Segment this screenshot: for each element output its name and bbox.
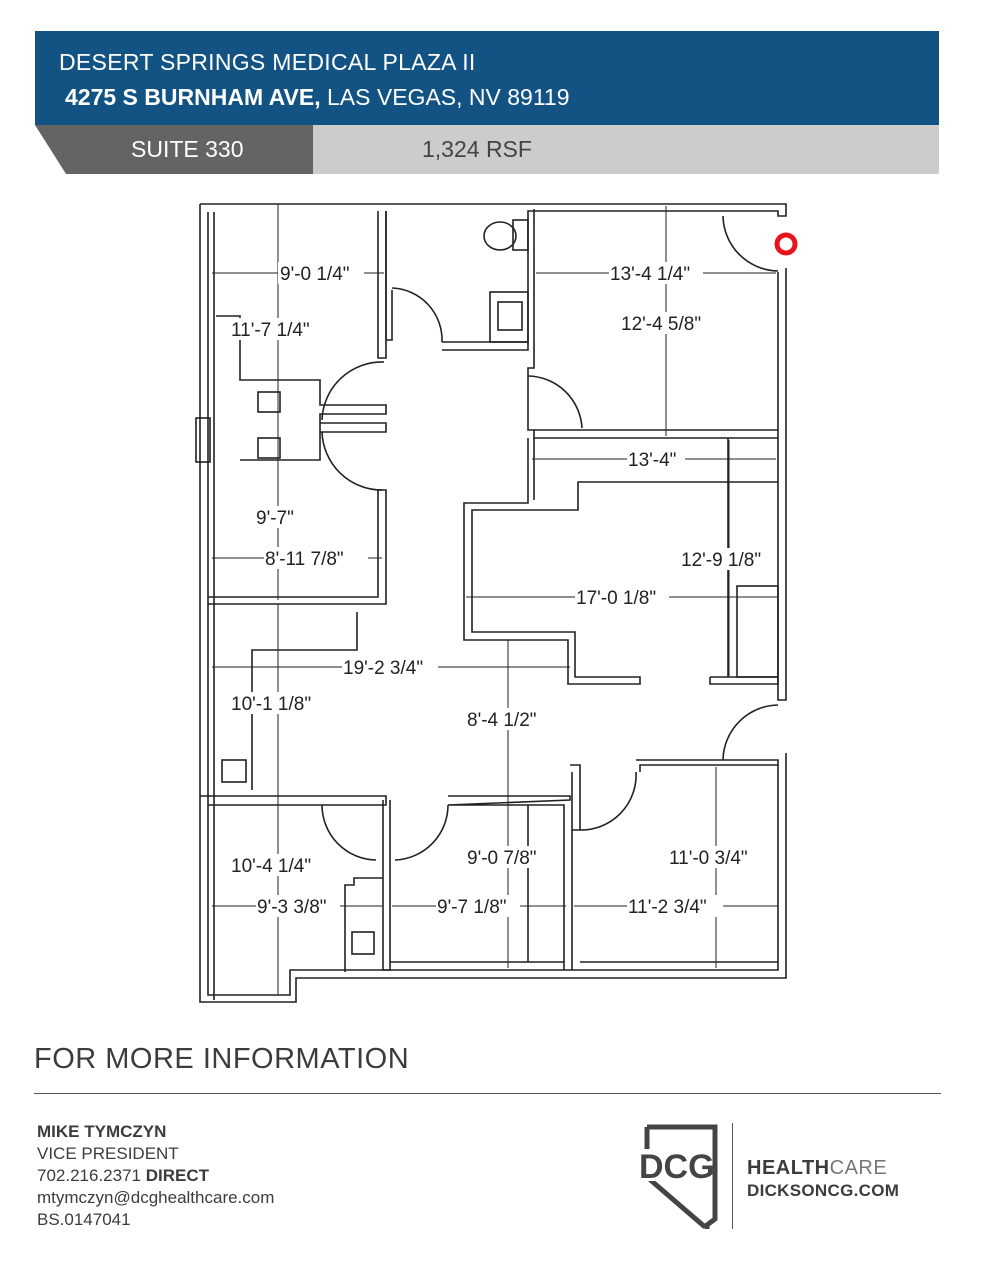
logo-care: CARE bbox=[829, 1157, 888, 1179]
entry-marker-icon bbox=[774, 232, 798, 256]
dim-label: 9'-3 3/8" bbox=[257, 897, 327, 918]
contact-name: MIKE TYMCZYN bbox=[37, 1122, 167, 1141]
contact-phone-label: DIRECT bbox=[145, 1166, 210, 1185]
area-box: 1,324 RSF bbox=[313, 125, 939, 174]
floor-plan: 9'-0 1/4" 11'-7 1/4" 13'-4 1/4" 12'-4 5/… bbox=[195, 203, 798, 1003]
dim-label: 13'-4" bbox=[628, 450, 676, 471]
dim-label: 17'-0 1/8" bbox=[576, 588, 656, 609]
contact-phone-line: 702.216.2371 DIRECT bbox=[37, 1165, 274, 1187]
dim-label: 9'-0 7/8" bbox=[467, 848, 537, 869]
contact-block: MIKE TYMCZYN VICE PRESIDENT 702.216.2371… bbox=[37, 1121, 274, 1231]
property-address: 4275 S BURNHAM AVE, LAS VEGAS, NV 89119 bbox=[65, 84, 570, 111]
divider bbox=[34, 1093, 941, 1094]
dim-label: 12'-4 5/8" bbox=[621, 314, 701, 335]
logo-divider bbox=[732, 1123, 733, 1229]
dcg-logo: DCG HEALTHCARE DICKSONCG.COM bbox=[637, 1121, 937, 1231]
outer-wall bbox=[200, 203, 787, 217]
logo-mark: DCG bbox=[639, 1148, 715, 1186]
suite-number: SUITE 330 bbox=[131, 136, 244, 162]
property-title: DESERT SPRINGS MEDICAL PLAZA II bbox=[59, 49, 476, 75]
dim-label: 8'-4 1/2" bbox=[467, 710, 537, 731]
info-heading: FOR MORE INFORMATION bbox=[34, 1043, 410, 1075]
rentable-area: 1,324 RSF bbox=[422, 136, 532, 162]
dim-label: 9'-0 1/4" bbox=[280, 264, 350, 285]
contact-role: VICE PRESIDENT bbox=[37, 1144, 179, 1163]
logo-health: HEALTH bbox=[747, 1157, 830, 1179]
dim-label: 19'-2 3/4" bbox=[343, 658, 423, 679]
dim-label: 11'-0 3/4" bbox=[669, 848, 748, 869]
dim-label: 12'-9 1/8" bbox=[681, 550, 761, 571]
property-header: DESERT SPRINGS MEDICAL PLAZA II 4275 S B… bbox=[35, 31, 939, 125]
suite-bar: SUITE 330 1,324 RSF bbox=[35, 125, 939, 174]
dim-label: 11'-7 1/4" bbox=[231, 320, 310, 341]
contact-email[interactable]: mtymczyn@dcghealthcare.com bbox=[37, 1188, 275, 1207]
dim-label: 9'-7 1/8" bbox=[437, 897, 507, 918]
dim-label: 10'-4 1/4" bbox=[231, 856, 311, 877]
logo-website[interactable]: DICKSONCG.COM bbox=[747, 1181, 900, 1200]
contact-license: BS.0147041 bbox=[37, 1210, 131, 1229]
dim-label: 9'-7" bbox=[256, 508, 294, 529]
nevada-dcg-logo-icon: DCG bbox=[637, 1124, 718, 1229]
address-city: LAS VEGAS, NV 89119 bbox=[320, 84, 570, 110]
address-street: 4275 S BURNHAM AVE, bbox=[65, 84, 321, 110]
dim-label: 8'-11 7/8" bbox=[265, 549, 344, 570]
contact-phone[interactable]: 702.216.2371 bbox=[37, 1166, 141, 1185]
logo-healthcare: HEALTHCARE bbox=[747, 1157, 887, 1180]
suite-label-box: SUITE 330 bbox=[35, 125, 313, 174]
dim-label: 11'-2 3/4" bbox=[628, 897, 707, 918]
dim-label: 10'-1 1/8" bbox=[231, 694, 311, 715]
dim-label: 13'-4 1/4" bbox=[610, 264, 690, 285]
